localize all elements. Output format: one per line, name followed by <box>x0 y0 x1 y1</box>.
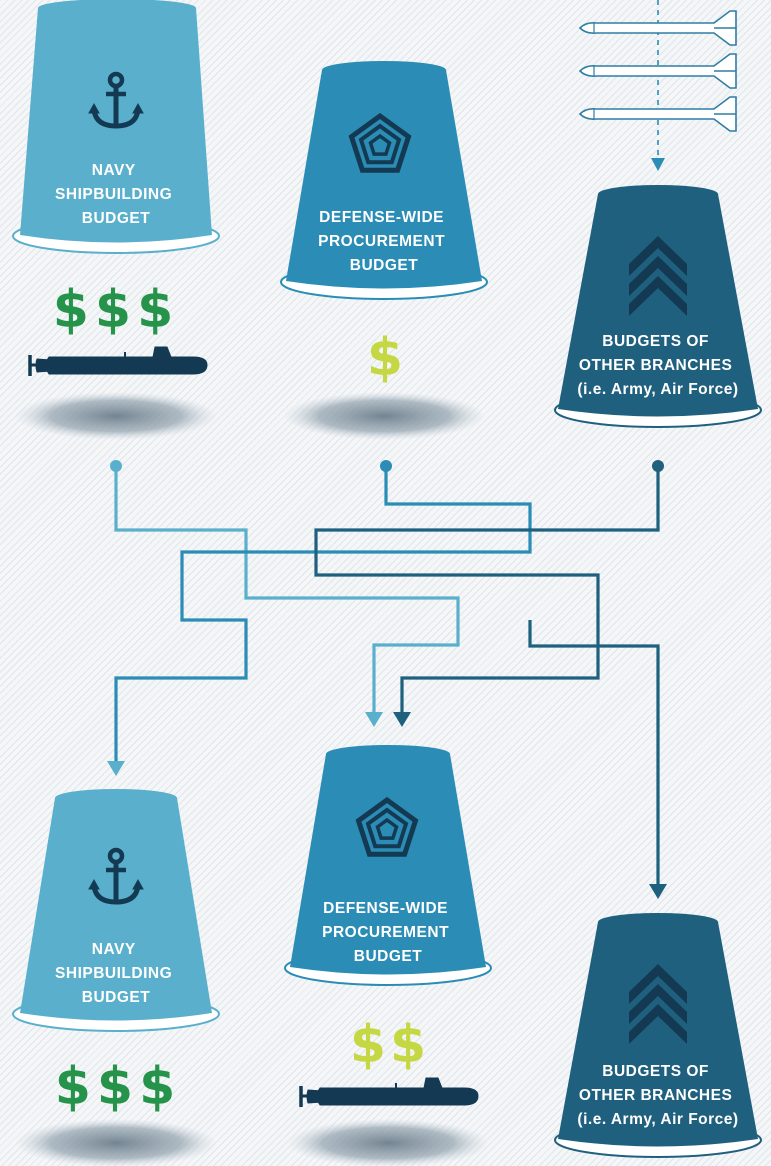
top-navy-cup: NAVY SHIPBUILDING BUDGET <box>12 0 220 254</box>
top-navy-submarine-icon <box>28 345 209 378</box>
bottom-defense-cup: DEFENSE-WIDE PROCUREMENT BUDGET <box>284 745 492 986</box>
flow-defense-to-navy <box>114 466 532 765</box>
svg-text:BUDGETS OF OTHER BRANCHE: BUDGETS OF OTHER BRANCHES (i.e. Army, Ai… <box>577 333 738 398</box>
svg-text:DEFENSE-WIDE PROCUREMENT: DEFENSE-WIDE PROCUREMENT BUDGET <box>322 900 454 965</box>
top-branches-label-line1: BUDGETS OF <box>602 333 709 350</box>
bottom-defense-label-line1: DEFENSE-WIDE <box>323 900 448 917</box>
top-defense-money: $ <box>367 328 403 388</box>
top-navy-label-line3: BUDGET <box>82 210 150 227</box>
top-navy-label-line2: SHIPBUILDING <box>55 186 172 203</box>
flow-navy-start <box>110 460 122 472</box>
bottom-navy-cup: NAVY SHIPBUILDING BUDGET <box>12 789 220 1032</box>
flow-to-branches <box>528 620 660 888</box>
bottom-branches-label-line1: BUDGETS OF <box>602 1063 709 1080</box>
flow-branches-start <box>652 460 664 472</box>
top-defense-cup: DEFENSE-WIDE PROCUREMENT BUDGET <box>280 61 488 300</box>
top-navy-money: $$$ <box>53 280 180 340</box>
flow-to-branches-arrowhead <box>649 884 667 899</box>
bottom-defense-money: $$ <box>350 1015 430 1075</box>
top-navy-label-line1: NAVY <box>92 162 136 179</box>
top-branches-cup: BUDGETS OF OTHER BRANCHES (i.e. Army, Ai… <box>554 185 762 428</box>
bottom-defense-label-line3: BUDGET <box>354 948 422 965</box>
svg-text:NAVY SHIPBUILDING: NAVY SHIPBUILDING BUDGET <box>55 941 177 1006</box>
bottom-navy-label-line3: BUDGET <box>82 989 150 1006</box>
floor-shadows <box>15 392 489 1166</box>
flow-defense-start <box>380 460 392 472</box>
svg-text:BUDGETS OF OTHER BRANCHE: BUDGETS OF OTHER BRANCHES (i.e. Army, Ai… <box>577 1063 738 1128</box>
bottom-defense-submarine-icon <box>299 1076 480 1109</box>
bottom-branches-label-line3: (i.e. Army, Air Force) <box>577 1111 738 1128</box>
bottom-defense-label-line2: PROCUREMENT <box>322 924 449 941</box>
top-branches-label-line3: (i.e. Army, Air Force) <box>577 381 738 398</box>
flow-branches-to-defense-arrowhead <box>393 712 411 727</box>
flow-navy-to-defense-arrowhead <box>365 712 383 727</box>
top-defense-label-line3: BUDGET <box>350 257 418 274</box>
flow-defense-to-navy-arrowhead <box>107 761 125 776</box>
top-defense-label-line2: PROCUREMENT <box>318 233 445 250</box>
flow-lines <box>107 0 667 899</box>
bottom-navy-label-line2: SHIPBUILDING <box>55 965 172 982</box>
bottom-navy-label-line1: NAVY <box>92 941 136 958</box>
bottom-branches-cup: BUDGETS OF OTHER BRANCHES (i.e. Army, Ai… <box>554 913 762 1158</box>
flow-branches-to-defense <box>314 466 660 716</box>
missiles-icon <box>579 10 737 132</box>
top-branches-label-line2: OTHER BRANCHES <box>579 357 732 374</box>
bottom-branches-label-line2: OTHER BRANCHES <box>579 1087 732 1104</box>
svg-text:DEFENSE-WIDE PROCUREMENT: DEFENSE-WIDE PROCUREMENT BUDGET <box>318 209 450 274</box>
top-defense-label-line1: DEFENSE-WIDE <box>319 209 444 226</box>
flow-navy-to-defense <box>114 466 460 716</box>
bottom-navy-money: $$$ <box>55 1057 182 1117</box>
incoming-arrowhead <box>651 158 665 171</box>
svg-text:NAVY SHIPBUILDING: NAVY SHIPBUILDING BUDGET <box>55 162 177 227</box>
